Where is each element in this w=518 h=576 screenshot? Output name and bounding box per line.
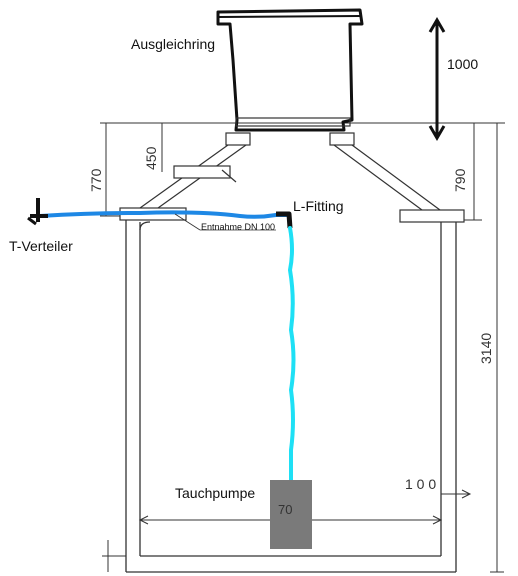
dim-770: 770 [88,168,104,192]
entnahme-leader [174,213,276,231]
pump-overlay-text: 70 [278,502,292,517]
arrow-1000 [428,17,446,141]
entnahme-label: Entnahme DN 100 [201,222,275,232]
shoulder-flange-right [399,209,465,223]
tauchpumpe-body [270,480,312,549]
dim-3140-line [490,123,504,573]
dim-100: 1 0 0 [405,476,436,492]
dim-790: 790 [452,168,468,192]
dim-450: 450 [143,146,159,170]
ausgleichring-outline [216,8,364,132]
dim-770-line [100,123,120,217]
dim-3140: 3140 [478,333,494,364]
cone-right [333,144,441,211]
cone-left [139,144,247,209]
pump-hose [287,226,296,484]
t-verteiler-label: T-Verteiler [9,238,73,254]
tank-walls [125,220,457,573]
tauchpumpe-label: Tauchpumpe [175,485,255,501]
bottom-thickness-dim [102,540,126,572]
l-fitting [276,211,293,229]
shaft-cover-plate [235,117,351,127]
left-neck-flange [225,132,251,146]
dim-790-line [464,123,482,221]
t-verteiler-fitting [27,198,48,226]
l-fitting-label: L-Fitting [293,198,344,214]
right-neck-flange [329,132,355,146]
dim-100-line [441,489,472,499]
ausgleichring-top-edge [217,15,361,18]
ausgleichring-label: Ausgleichring [131,36,215,52]
dim-1000: 1000 [447,56,478,72]
entnahme-pipe [38,210,290,219]
